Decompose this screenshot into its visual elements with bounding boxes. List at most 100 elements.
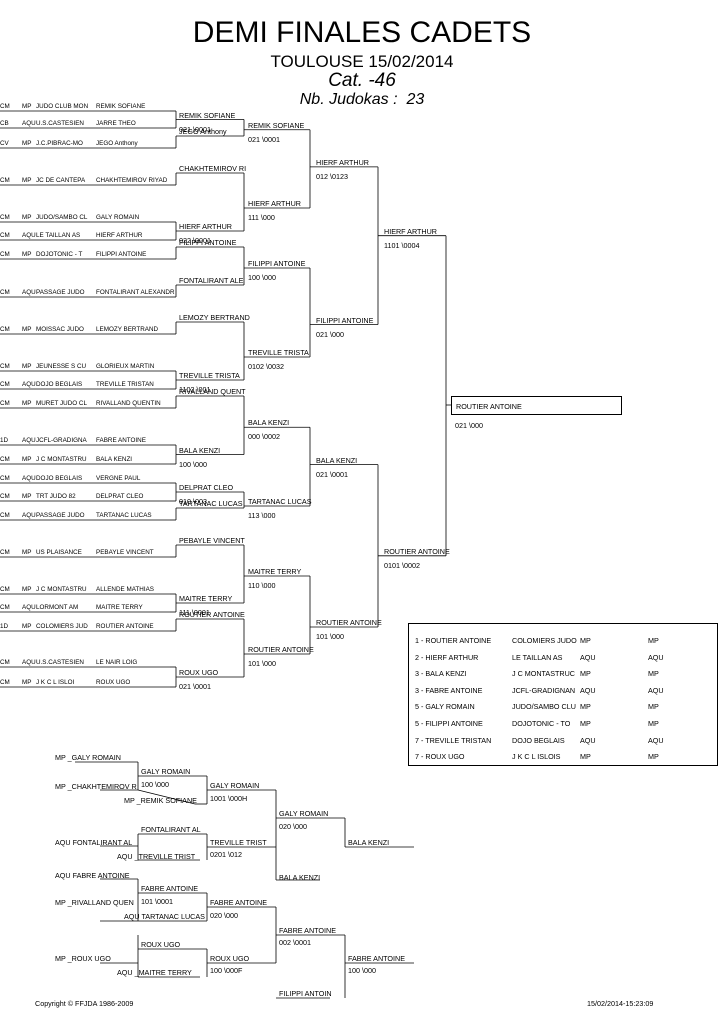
entry-name: GLORIEUX MARTIN: [96, 363, 155, 370]
entry-name: TARTANAC LUCAS: [96, 512, 152, 519]
entry-league: MP: [22, 679, 32, 686]
ranking-league: MP: [580, 752, 591, 762]
round2-score: 113 \000: [248, 511, 276, 520]
entry-club: JUDO CLUB MON: [36, 103, 89, 110]
ranking-club: J K C L ISLOIS: [512, 752, 561, 762]
entry-club: JUDO/SAMBO CL: [36, 214, 88, 221]
round1-score: 1102 \001: [179, 385, 211, 394]
round4-score: 1101 \0004: [384, 240, 420, 250]
round4-score: 0101 \0002: [384, 560, 420, 570]
round2-name: TREVILLE TRISTA: [248, 348, 309, 357]
ranking-league: AQU: [580, 735, 596, 745]
entry-club: J C MONTASTRU: [36, 456, 87, 463]
winner-name: ROUTIER ANTOINE: [456, 402, 522, 411]
entry-name: PEBAYLE VINCENT: [96, 549, 154, 556]
repechage-label: 020 \000: [210, 911, 238, 920]
entry-name: GALY ROMAIN: [96, 214, 140, 221]
repechage-label: 100 \000: [141, 780, 169, 789]
ranking-league-2: MP: [648, 702, 659, 712]
entry-club: LORMONT AM: [36, 604, 79, 611]
ranking-league: AQU: [580, 652, 596, 662]
entry-league: MP: [22, 363, 32, 370]
entry-grade: CM: [0, 475, 10, 482]
entry-league: MP: [22, 103, 32, 110]
entry-club: DOJO BEGLAIS: [36, 381, 83, 388]
round3-name: BALA KENZI: [316, 455, 358, 465]
ranking-club: LE TAILLAN AS: [512, 652, 563, 662]
repechage-label: MP _REMIK SOFIANE: [124, 796, 197, 805]
entry-name: ROUX UGO: [96, 679, 131, 686]
repechage-label: 101 \0001: [141, 897, 173, 906]
entry-club: US PLAISANCE: [36, 549, 82, 556]
round1-name: RIVALLAND QUENT: [179, 387, 246, 396]
repechage-label: MP _CHAKHTEMIROV R: [55, 782, 137, 791]
entry-grade: CM: [0, 326, 10, 333]
entry-club: JCFL-GRADIGNA: [36, 437, 87, 444]
round2-score: 110 \000: [248, 581, 276, 590]
round2-score: 111 \000: [248, 213, 275, 222]
entry-league: MP: [22, 214, 32, 221]
ranking-club: JUDO/SAMBO CLU: [512, 702, 576, 712]
entry-grade: CM: [0, 512, 10, 519]
round2-score: 021 \0001: [248, 134, 280, 144]
entry-name: REMIK SOFIANE: [96, 103, 146, 110]
repechage-label: ROUX UGO: [141, 940, 181, 949]
ranking-league-2: MP: [648, 669, 659, 679]
entry-league: AQU: [22, 659, 36, 666]
round3-score: 021 \0001: [316, 469, 348, 479]
ranking-athlete: 3 - BALA KENZI: [415, 669, 467, 679]
entry-name: CHAKHTEMIROV RIYAD: [96, 177, 168, 184]
footer-timestamp: 15/02/2014-15:23:09: [587, 999, 654, 1008]
entry-name: ROUTIER ANTOINE: [96, 623, 154, 630]
entry-grade: CM: [0, 251, 10, 258]
entry-name: BALA KENZI: [96, 456, 133, 463]
entry-league: MP: [22, 177, 32, 184]
round2-score: 0102 \0032: [248, 362, 284, 371]
ranking-athlete: 5 - FILIPPI ANTOINE: [415, 719, 483, 728]
ranking-athlete: 1 - ROUTIER ANTOINE: [415, 636, 492, 645]
round1-score: 111 \0001: [179, 608, 210, 617]
round4-name: HIERF ARTHUR: [384, 226, 437, 236]
round2-name: HIERF ARTHUR: [248, 199, 301, 208]
entry-league: MP: [22, 493, 32, 500]
entry-club: J.C.PIBRAC-MO: [36, 140, 83, 147]
repechage-label: BALA KENZI: [279, 873, 321, 882]
count-label: Nb. Judokas :: [299, 91, 398, 108]
entry-league: AQU: [22, 437, 36, 444]
entry-league: AQU: [22, 120, 36, 127]
repechage-label: GALY ROMAIN: [141, 767, 191, 776]
round2-name: MAITRE TERRY: [248, 567, 302, 576]
entry-league: MP: [22, 549, 32, 556]
round3-score: 012 \0123: [316, 171, 348, 181]
round2-score: 101 \000: [248, 659, 276, 668]
entry-club: J C MONTASTRU: [36, 586, 87, 593]
entry-grade: CM: [0, 289, 10, 296]
repechage-label: MP _ROUX UGO: [55, 954, 111, 963]
entry-league: AQU: [22, 604, 36, 611]
entry-name: VERGNE PAUL: [96, 475, 141, 482]
repechage-label: GALY ROMAIN: [210, 781, 260, 790]
ranking-league: MP: [580, 636, 591, 645]
round1-name: FONTALIRANT ALE: [179, 276, 244, 285]
entry-club: MURET JUDO CL: [36, 400, 87, 407]
round1-score: 021 \0001: [179, 682, 211, 691]
entry-grade: CM: [0, 679, 10, 686]
ranking-club: DOJO BEGLAIS: [512, 735, 565, 745]
repechage-label: MP _GALY ROMAIN: [55, 753, 121, 762]
repechage-label: 100 \000: [348, 966, 376, 975]
round1-name: LEMOZY BERTRAND: [179, 313, 250, 322]
ranking-table: [408, 623, 718, 766]
entry-grade: CM: [0, 214, 10, 221]
entry-club: MOISSAC JUDO: [36, 326, 84, 333]
ranking-athlete: 5 - GALY ROMAIN: [415, 702, 475, 712]
repechage-label: ROUX UGO: [210, 954, 250, 963]
entry-grade: CM: [0, 381, 10, 388]
entry-name: FONTALIRANT ALEXANDR: [96, 289, 175, 296]
entry-name: FILIPPI ANTOINE: [96, 251, 147, 258]
entry-league: AQU: [22, 381, 36, 388]
round1-name: BALA KENZI: [179, 445, 221, 455]
round3-name: FILIPPI ANTOINE: [316, 315, 374, 325]
ranking-league: MP: [580, 669, 591, 679]
entry-grade: CV: [0, 140, 9, 147]
